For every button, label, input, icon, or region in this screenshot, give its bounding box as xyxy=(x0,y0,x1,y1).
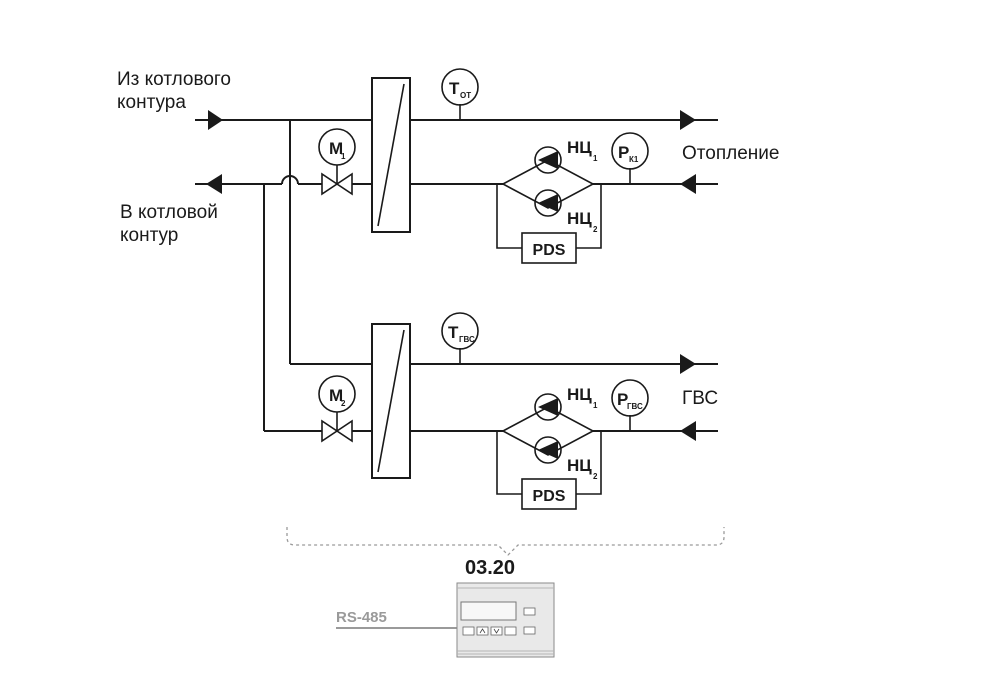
arrow-right-icon xyxy=(208,110,223,130)
boiler-return-line xyxy=(195,174,372,194)
pump-top-1-label: НЦ xyxy=(567,138,592,157)
pump-bottom-2-sub: 2 xyxy=(593,472,598,481)
heating-return-line xyxy=(410,174,718,194)
t-ot-sub: ОТ xyxy=(460,91,471,100)
arrow-right-icon xyxy=(680,354,696,374)
controller-screen xyxy=(460,601,517,621)
pump-bottom-1-label: НЦ xyxy=(567,385,592,404)
dhw-return-line xyxy=(410,421,718,441)
controller-button-up xyxy=(476,626,489,636)
to-boiler-label-line1: В котловой xyxy=(120,202,218,223)
m2-label: M xyxy=(329,386,343,405)
arrow-left-icon xyxy=(680,421,696,441)
controller-device xyxy=(456,582,555,658)
heat-exchanger-dhw xyxy=(371,323,411,479)
m1-sub: 1 xyxy=(341,152,346,161)
sensor-t-ot: T ОТ xyxy=(441,68,479,120)
sensor-p-gvs: P ГВС xyxy=(611,379,649,431)
p-gvs-sub: ГВС xyxy=(627,402,643,411)
from-boiler-label-line1: Из котлового xyxy=(117,69,231,90)
heating-label: Отопление xyxy=(682,143,779,164)
pump-group-dhw: НЦ 1 НЦ 2 xyxy=(501,385,598,481)
pds-dhw: PDS xyxy=(496,431,602,510)
pump-top-2-label: НЦ xyxy=(567,209,592,228)
valve-m2: M 2 xyxy=(318,375,356,443)
controller-bracket xyxy=(286,527,725,556)
p-gvs-label: P xyxy=(617,390,628,409)
pump-bottom-2-label: НЦ xyxy=(567,456,592,475)
controller-button-right-1 xyxy=(523,607,536,616)
controller-model: 03.20 xyxy=(465,557,515,579)
pump-group-heating: НЦ 1 НЦ 2 xyxy=(501,138,598,234)
rs485-bus: RS-485 xyxy=(336,609,457,629)
controller-button-1 xyxy=(462,626,475,636)
t-gvs-label: T xyxy=(448,323,459,342)
controller-button-down xyxy=(490,626,503,636)
rs485-label: RS-485 xyxy=(336,609,387,626)
heat-exchanger-heating xyxy=(371,77,411,233)
arrow-left-icon xyxy=(680,174,696,194)
p-k1-label: P xyxy=(618,143,629,162)
controller-button-4 xyxy=(504,626,517,636)
dhw-label: ГВС xyxy=(682,388,718,409)
sensor-p-k1: P К1 xyxy=(611,132,649,184)
pump-bottom-1-sub: 1 xyxy=(593,401,598,410)
pds-bottom-label: PDS xyxy=(533,488,566,505)
pump-top-2-sub: 2 xyxy=(593,225,598,234)
t-gvs-sub: ГВС xyxy=(459,335,475,344)
p-k1-sub: К1 xyxy=(629,155,639,164)
m2-sub: 2 xyxy=(341,399,346,408)
sensor-t-gvs: T ГВС xyxy=(441,312,479,364)
to-boiler-label-line2: контур xyxy=(120,225,178,246)
arrow-right-icon xyxy=(680,110,696,130)
boiler-supply-line xyxy=(195,110,718,130)
m1-label: M xyxy=(329,139,343,158)
arrow-left-icon xyxy=(206,174,222,194)
valve-m1: M 1 xyxy=(318,128,356,196)
pds-heating: PDS xyxy=(496,184,602,264)
pds-top-label: PDS xyxy=(533,242,566,259)
from-boiler-label-line2: контура xyxy=(117,92,186,113)
controller-button-right-2 xyxy=(523,626,536,635)
dhw-supply-line xyxy=(290,354,718,374)
pump-top-1-sub: 1 xyxy=(593,154,598,163)
t-ot-label: T xyxy=(449,79,460,98)
